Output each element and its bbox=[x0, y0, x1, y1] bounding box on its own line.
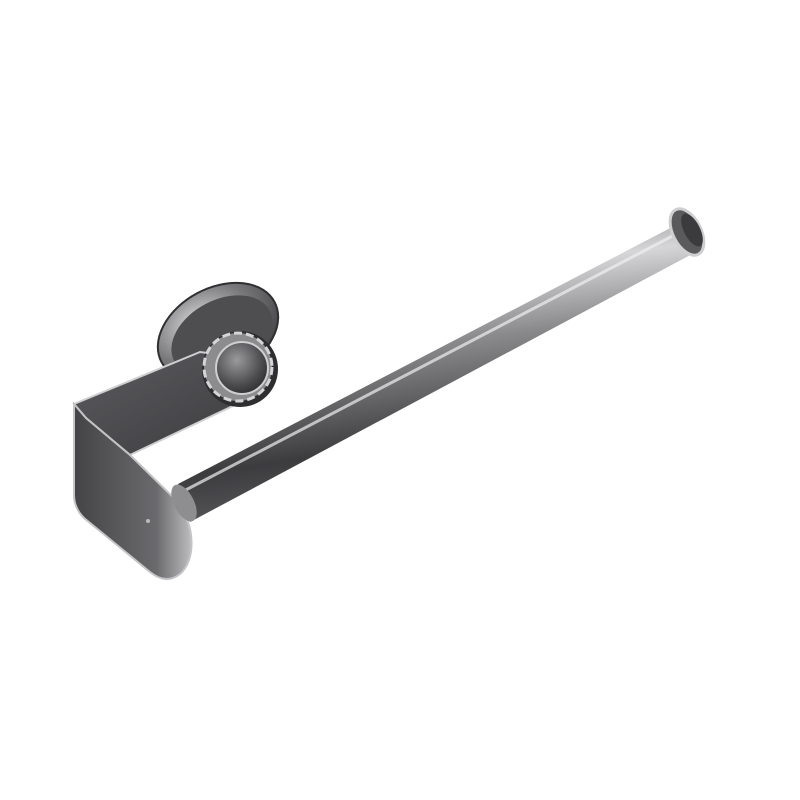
screw-dot bbox=[146, 519, 150, 523]
towel-rod bbox=[171, 222, 696, 522]
knob bbox=[202, 331, 278, 407]
rod-end-cap bbox=[668, 207, 706, 257]
